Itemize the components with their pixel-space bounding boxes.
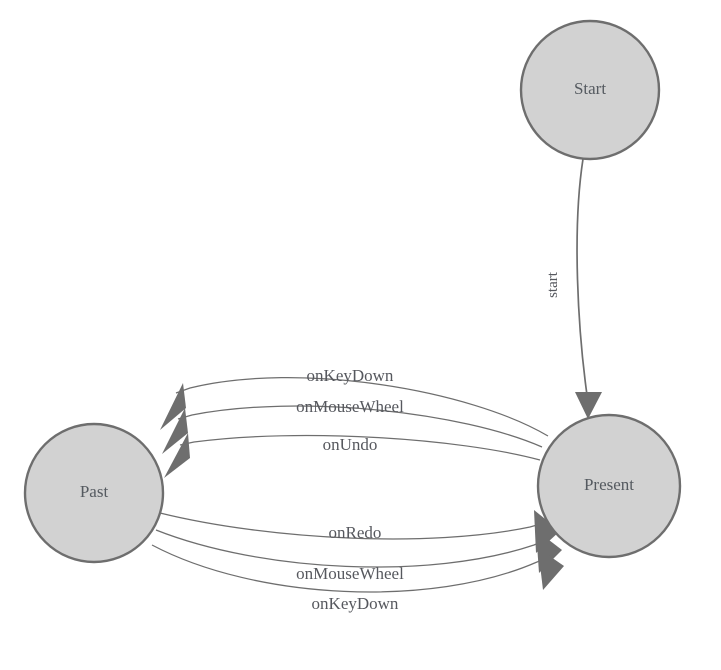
edge-present-to-past-undo[interactable]: onUndo bbox=[164, 433, 541, 478]
arrowhead-present-past-2 bbox=[162, 408, 188, 454]
node-start-circle bbox=[519, 19, 661, 161]
edge-label-past-present-keydown: onKeyDown bbox=[312, 594, 399, 613]
edge-path-past-present-3 bbox=[151, 544, 552, 593]
node-past-circle bbox=[23, 422, 165, 564]
edge-label-past-present-mousewheel: onMouseWheel bbox=[296, 564, 404, 583]
edge-present-to-past-mousewheel[interactable]: onMouseWheel bbox=[162, 397, 543, 454]
node-start-label: Start bbox=[574, 79, 606, 98]
node-present[interactable]: Present bbox=[536, 413, 682, 559]
edge-start-to-present[interactable]: start bbox=[545, 158, 602, 419]
edge-path-past-present-2 bbox=[155, 529, 549, 568]
edge-label-present-past-undo: onUndo bbox=[323, 435, 378, 454]
edge-path-present-past-3 bbox=[179, 434, 541, 461]
edge-present-to-past-keydown[interactable]: onKeyDown bbox=[160, 366, 549, 437]
edge-path-present-past-2 bbox=[177, 405, 543, 448]
node-past-label: Past bbox=[80, 482, 109, 501]
arrowhead-past-present-3 bbox=[538, 548, 564, 590]
edge-label-present-past-keydown: onKeyDown bbox=[307, 366, 394, 385]
edge-past-to-present-keydown[interactable]: onKeyDown bbox=[151, 544, 564, 613]
node-present-label: Present bbox=[584, 475, 634, 494]
node-start[interactable]: Start bbox=[519, 19, 661, 161]
edge-path-past-present-1 bbox=[159, 512, 545, 540]
edge-past-to-present-redo[interactable]: onRedo bbox=[159, 510, 560, 553]
edge-label-past-present-redo: onRedo bbox=[329, 523, 382, 542]
node-past[interactable]: Past bbox=[23, 422, 165, 564]
node-present-circle bbox=[536, 413, 682, 559]
edge-path-start-present bbox=[576, 158, 588, 396]
arrowhead-start-present bbox=[575, 392, 602, 419]
edge-label-present-past-mousewheel: onMouseWheel bbox=[296, 397, 404, 416]
edge-path-present-past-1 bbox=[175, 377, 549, 437]
arrowhead-present-past-1 bbox=[160, 383, 186, 430]
arrowhead-present-past-3 bbox=[164, 433, 190, 478]
edge-label-start: start bbox=[545, 271, 561, 298]
edge-past-to-present-mousewheel[interactable]: onMouseWheel bbox=[155, 529, 562, 583]
